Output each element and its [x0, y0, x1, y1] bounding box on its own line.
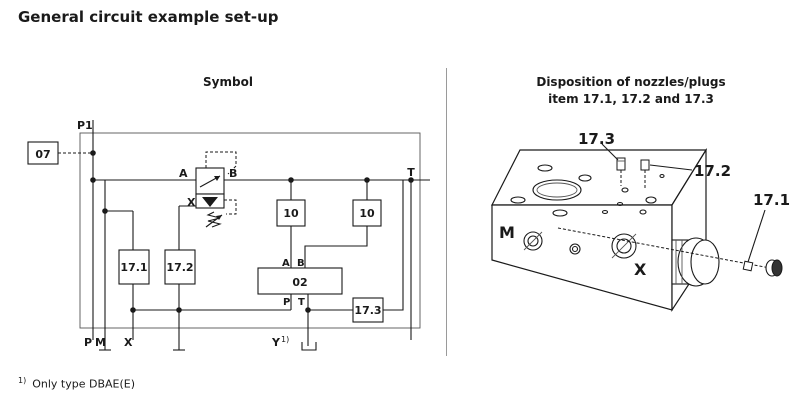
box-17-1-label: 17.1	[120, 261, 147, 274]
box-10-right-label: 10	[359, 207, 375, 220]
box-02	[257, 267, 343, 295]
block-port-m-label: M	[499, 223, 515, 242]
box-17-3-label: 17.3	[354, 304, 381, 317]
footnote: 1) Only type DBAE(E)	[18, 376, 135, 391]
box-10-left-label: 10	[283, 207, 299, 220]
footnote-text: Only type DBAE(E)	[32, 377, 136, 391]
section-divider	[446, 68, 447, 356]
junction-main-left	[90, 177, 96, 183]
symbol-frame	[79, 132, 421, 329]
port-y-footnote: 1)	[281, 335, 289, 344]
box-02-label: 02	[292, 276, 307, 289]
disposition-heading-line2: item 17.1, 17.2 and 17.3	[548, 92, 714, 106]
box-17-2-label: 17.2	[166, 261, 193, 274]
box-02-p-label: P	[283, 297, 290, 308]
valve-symbol	[195, 151, 237, 228]
port-p1-label: P1	[77, 119, 93, 132]
box-02-b-label: B	[297, 258, 305, 269]
block-port-x-label: X	[634, 260, 647, 279]
disposition-heading-line1: Disposition of nozzles/plugs	[536, 75, 725, 89]
page-title: General circuit example set-up	[18, 8, 279, 26]
tank-symbol-y	[301, 342, 317, 351]
footnote-marker: 1)	[18, 376, 27, 385]
callout-17-3: 17.3	[578, 130, 615, 148]
manifold-block	[491, 147, 783, 313]
port-m-label: M	[95, 336, 106, 349]
box-02-a-label: A	[282, 258, 290, 269]
junction-07	[90, 150, 96, 156]
port-y-label: Y	[271, 336, 281, 349]
callout-17-1: 17.1	[753, 191, 790, 209]
port-t-label: T	[407, 166, 415, 179]
box-17-1	[118, 249, 150, 285]
box-17-2	[164, 249, 196, 285]
box-02-t-label: T	[298, 297, 305, 308]
valve-a-label: A	[179, 167, 188, 180]
valve-x-label: X	[187, 196, 196, 209]
valve-b-label: B	[229, 167, 237, 180]
callout-17-2: 17.2	[694, 162, 731, 180]
port-x-label: X	[124, 336, 133, 349]
symbol-heading: Symbol	[203, 75, 253, 89]
box-07-label: 07	[35, 148, 50, 161]
port-p-label: P	[84, 336, 92, 349]
